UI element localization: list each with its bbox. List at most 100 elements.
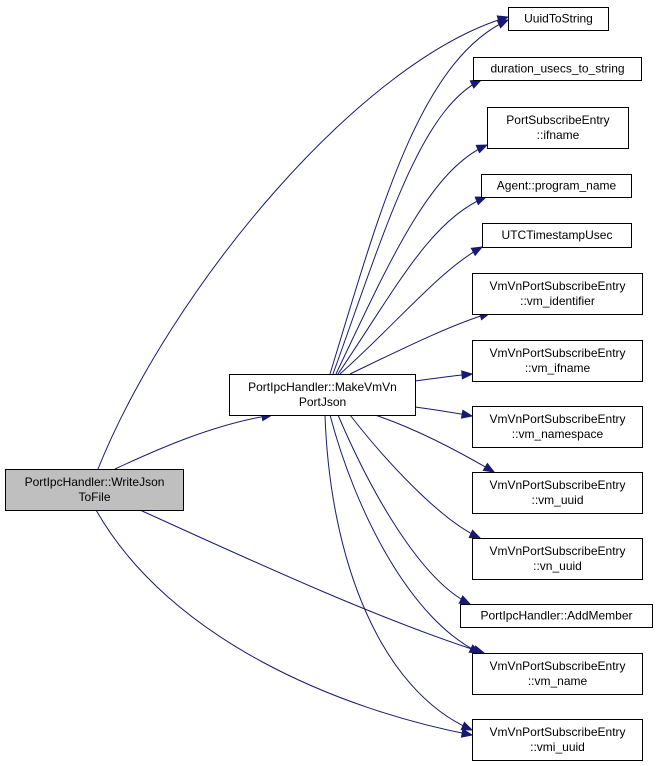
node-box[interactable] bbox=[508, 7, 609, 31]
edge-line bbox=[139, 509, 485, 654]
arrow-head-icon bbox=[474, 196, 488, 206]
node-duration-usecs-to-string[interactable]: duration_usecs_to_string bbox=[473, 57, 642, 81]
node-label-line: VmVnPortSubscribeEntry bbox=[489, 279, 625, 293]
node-vmi-uuid[interactable]: VmVnPortSubscribeEntry::vmi_uuid bbox=[472, 719, 643, 761]
edge-line bbox=[332, 79, 482, 375]
edge-make_vmvn_port_json-to-vmi_uuid bbox=[324, 414, 474, 731]
node-label-line: VmVnPortSubscribeEntry bbox=[489, 725, 625, 739]
node-label-line: UTCTimestampUsec bbox=[502, 228, 613, 242]
edge-make_vmvn_port_json-to-uuid_to_string bbox=[329, 19, 510, 375]
edge-line bbox=[114, 414, 273, 470]
node-box[interactable] bbox=[472, 719, 643, 761]
node-label-line: ::vm_namespace bbox=[512, 427, 604, 441]
node-label-line: duration_usecs_to_string bbox=[490, 62, 624, 76]
node-box[interactable] bbox=[472, 406, 643, 448]
edge-line bbox=[374, 414, 495, 473]
arrow-head-icon bbox=[460, 728, 474, 738]
node-label-line: ::ifname bbox=[537, 128, 580, 142]
node-box[interactable] bbox=[472, 340, 643, 382]
edge-line bbox=[335, 144, 488, 375]
node-box[interactable] bbox=[472, 472, 643, 514]
node-vm-identifier[interactable]: VmVnPortSubscribeEntry::vm_identifier bbox=[472, 273, 643, 315]
node-vm-namespace[interactable]: VmVnPortSubscribeEntry::vm_namespace bbox=[472, 406, 643, 448]
node-label-line: ::vm_uuid bbox=[531, 493, 583, 507]
node-box[interactable] bbox=[460, 604, 653, 628]
arrow-head-icon bbox=[468, 529, 482, 539]
edge-line bbox=[324, 414, 473, 731]
node-box[interactable] bbox=[5, 469, 184, 511]
edge-make_vmvn_port_json-to-vm_ifname bbox=[414, 370, 474, 382]
node-label-line: UuidToString bbox=[524, 12, 593, 26]
edge-line bbox=[339, 246, 483, 375]
node-box[interactable] bbox=[487, 107, 629, 149]
node-label-line: ::vmi_uuid bbox=[530, 740, 585, 754]
edge-make_vmvn_port_json-to-add_member bbox=[337, 414, 472, 605]
node-vm-ifname[interactable]: VmVnPortSubscribeEntry::vm_ifname bbox=[472, 340, 643, 382]
node-label-line: PortSubscribeEntry bbox=[506, 113, 609, 127]
edge-make_vmvn_port_json-to-vn_uuid bbox=[349, 414, 482, 539]
arrow-head-icon bbox=[475, 144, 489, 154]
edge-line bbox=[97, 16, 509, 470]
arrow-head-icon bbox=[496, 19, 510, 29]
arrow-head-icon bbox=[470, 246, 484, 257]
arrow-head-icon bbox=[458, 595, 472, 605]
edge-line bbox=[349, 414, 481, 539]
node-label-line: VmVnPortSubscribeEntry bbox=[489, 346, 625, 360]
edge-make_vmvn_port_json-to-agent_program_name bbox=[337, 196, 488, 375]
edges-layer bbox=[95, 15, 510, 738]
arrow-head-icon bbox=[482, 462, 496, 473]
node-agent-program-name[interactable]: Agent::program_name bbox=[481, 174, 632, 198]
arrow-head-icon bbox=[460, 409, 474, 419]
arrow-head-icon bbox=[469, 79, 483, 89]
edge-write_json_to_file-to-vmi_uuid bbox=[95, 509, 474, 738]
node-uuid-to-string[interactable]: UuidToString bbox=[508, 7, 609, 31]
arrow-head-icon bbox=[468, 644, 482, 654]
edge-line bbox=[329, 19, 509, 375]
node-label-line: VmVnPortSubscribeEntry bbox=[489, 544, 625, 558]
node-box[interactable] bbox=[229, 374, 416, 416]
edge-write_json_to_file-to-vm_name bbox=[139, 509, 486, 655]
node-box[interactable] bbox=[472, 273, 643, 315]
node-vm-name[interactable]: VmVnPortSubscribeEntry::vm_name bbox=[472, 653, 643, 695]
edge-make_vmvn_port_json-to-port_subscribe_entry_ifname bbox=[335, 144, 489, 375]
node-label-line: VmVnPortSubscribeEntry bbox=[489, 412, 625, 426]
node-label-line: VmVnPortSubscribeEntry bbox=[489, 659, 625, 673]
arrow-head-icon bbox=[461, 370, 474, 380]
node-box[interactable] bbox=[472, 538, 643, 580]
node-label-line: ::vm_identifier bbox=[520, 294, 595, 308]
node-label-line: PortIpcHandler::AddMember bbox=[480, 609, 632, 623]
node-utc-timestamp-usec[interactable]: UTCTimestampUsec bbox=[482, 223, 632, 248]
node-label-line: PortIpcHandler::MakeVmVn bbox=[248, 380, 397, 394]
nodes-layer: PortIpcHandler::WriteJsonToFilePortIpcHa… bbox=[5, 7, 653, 761]
node-box[interactable] bbox=[482, 223, 632, 248]
node-label-line: ::vn_uuid bbox=[533, 559, 582, 573]
node-label-line: Agent::program_name bbox=[497, 179, 617, 193]
node-label-line: ::vm_ifname bbox=[525, 361, 591, 375]
edge-make_vmvn_port_json-to-utc_timestamp_usec bbox=[339, 246, 484, 375]
edge-line bbox=[95, 509, 473, 736]
arrow-head-icon bbox=[460, 721, 474, 731]
node-add-member[interactable]: PortIpcHandler::AddMember bbox=[460, 604, 653, 628]
edge-make_vmvn_port_json-to-vm_name bbox=[329, 414, 482, 654]
edge-line bbox=[337, 196, 487, 375]
edge-line bbox=[349, 312, 491, 375]
edge-line bbox=[337, 414, 471, 605]
edge-make_vmvn_port_json-to-vm_uuid bbox=[374, 414, 496, 473]
node-label-line: PortJson bbox=[299, 395, 346, 409]
node-vm-uuid[interactable]: VmVnPortSubscribeEntry::vm_uuid bbox=[472, 472, 643, 514]
edge-make_vmvn_port_json-to-duration_usecs_to_string bbox=[332, 79, 483, 375]
node-box[interactable] bbox=[472, 653, 643, 695]
node-box[interactable] bbox=[481, 174, 632, 198]
node-box[interactable] bbox=[473, 57, 642, 81]
node-label-line: ToFile bbox=[78, 490, 110, 504]
node-vn-uuid[interactable]: VmVnPortSubscribeEntry::vn_uuid bbox=[472, 538, 643, 580]
edge-line bbox=[329, 414, 481, 654]
node-label-line: PortIpcHandler::WriteJson bbox=[25, 475, 165, 489]
node-label-line: VmVnPortSubscribeEntry bbox=[489, 478, 625, 492]
node-label-line: ::vm_name bbox=[528, 674, 588, 688]
edge-make_vmvn_port_json-to-vm_namespace bbox=[414, 406, 474, 419]
node-port-subscribe-entry-ifname[interactable]: PortSubscribeEntry::ifname bbox=[487, 107, 629, 149]
